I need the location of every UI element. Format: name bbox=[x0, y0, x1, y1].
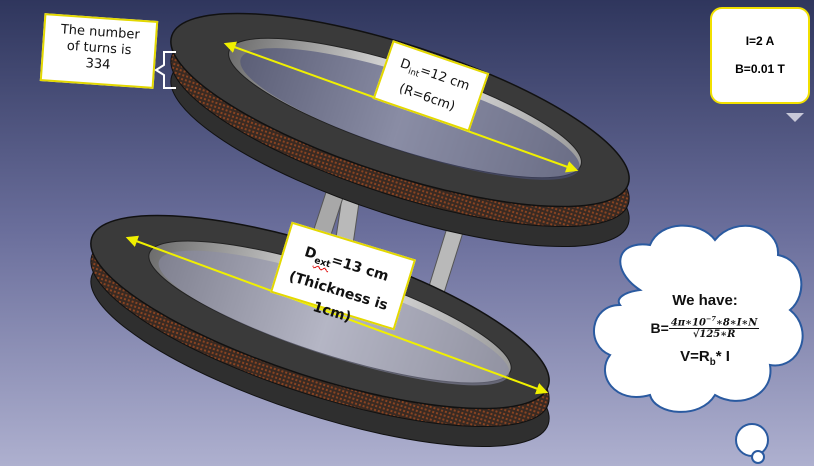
formula-block: We have: B= 4π∗10−7∗8∗I∗N √125∗R V=Rb* I bbox=[635, 292, 775, 368]
v-formula: V=Rb* I bbox=[680, 348, 730, 369]
field-value: B=0.01 T bbox=[735, 62, 785, 76]
cloud-title: We have: bbox=[672, 292, 738, 309]
turns-bracket bbox=[154, 51, 176, 89]
b-formula: B= 4π∗10−7∗8∗I∗N √125∗R bbox=[650, 315, 760, 341]
turns-label: The number of turns is 334 bbox=[39, 13, 159, 89]
parameters-box: I=2 A B=0.01 T bbox=[710, 7, 810, 104]
thought-cloud bbox=[593, 224, 804, 464]
dropdown-arrow-icon[interactable] bbox=[786, 113, 804, 122]
outer-diameter-arrow bbox=[125, 235, 549, 395]
current-value: I=2 A bbox=[745, 34, 775, 48]
